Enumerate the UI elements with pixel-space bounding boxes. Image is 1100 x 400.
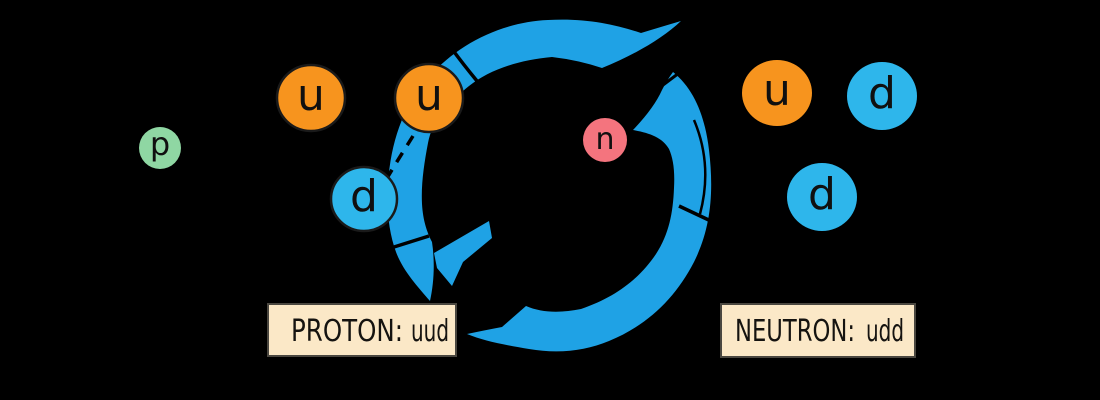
neutron-up-quark-label: u: [763, 65, 791, 116]
neutron-down-quark-1-circle: [847, 62, 917, 130]
proton-label-value: uud: [411, 314, 449, 349]
exchange-arrow-bottom-icon: [467, 72, 712, 352]
exchange-arrow-top-icon: [387, 19, 681, 301]
neutron-particle-circle: [583, 118, 627, 162]
band-segment-line-right: [678, 204, 714, 224]
neutron-down-quark-1-label: d: [868, 68, 896, 119]
proton-particle-circle: [139, 127, 181, 169]
proton-up-quark-2-label: u: [415, 70, 443, 121]
neutron-label-title: NEUTRON:: [735, 314, 855, 349]
neutron-up-quark-circle: [742, 60, 812, 126]
neutron-label-value: udd: [866, 314, 904, 349]
band-segment-line-left: [393, 234, 430, 249]
proton-label-title: PROTON:: [291, 314, 403, 349]
proton-up-quark-2-circle: [393, 62, 465, 134]
proton-down-quark-label: d: [350, 171, 378, 222]
band-seam-line: [692, 119, 707, 215]
arrowhead-swoosh-icon: [434, 221, 492, 286]
band-segment-line-top: [450, 47, 479, 83]
neutron-label-box: [720, 303, 916, 358]
band-tail-segment-line: [654, 71, 680, 93]
proton-particle-label: p: [150, 125, 170, 163]
neutron-particle-label: n: [595, 122, 614, 157]
proton-down-quark-circle: [329, 165, 399, 233]
proton-label-box: [267, 303, 457, 357]
neutron-down-quark-2-label: d: [808, 169, 836, 220]
neutron-down-quark-2-circle: [787, 163, 857, 231]
proton-up-quark-1-circle: [275, 63, 347, 133]
proton-up-quark-1-label: u: [297, 70, 325, 121]
